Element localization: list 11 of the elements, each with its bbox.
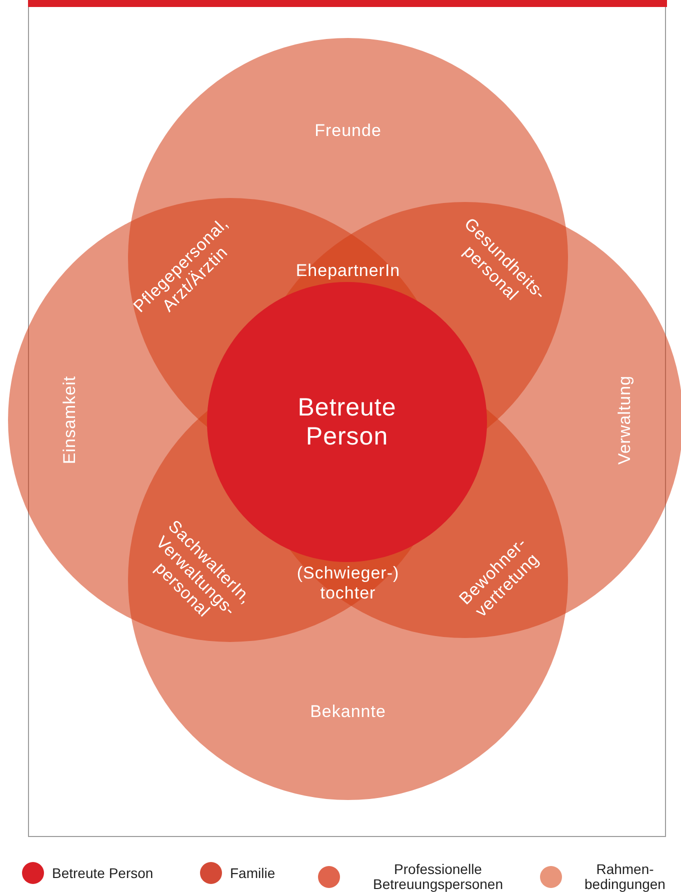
legend-label: Professionelle Betreuungspersonen	[372, 862, 504, 892]
circle-label: Betreute Person	[277, 393, 417, 451]
legend-label: Betreute Person	[52, 866, 154, 880]
overlap-label: (Schwieger-) tochter	[296, 563, 400, 603]
legend-label: Rahmen- bedingungen	[584, 862, 666, 892]
circle-label: Verwaltung	[615, 375, 635, 465]
circle-label: Bekannte	[310, 702, 386, 722]
circle-label: Einsamkeit	[60, 376, 80, 464]
legend-label: Familie	[230, 866, 276, 880]
overlap-label: EhepartnerIn	[294, 261, 402, 281]
circle-label: Freunde	[314, 121, 382, 141]
